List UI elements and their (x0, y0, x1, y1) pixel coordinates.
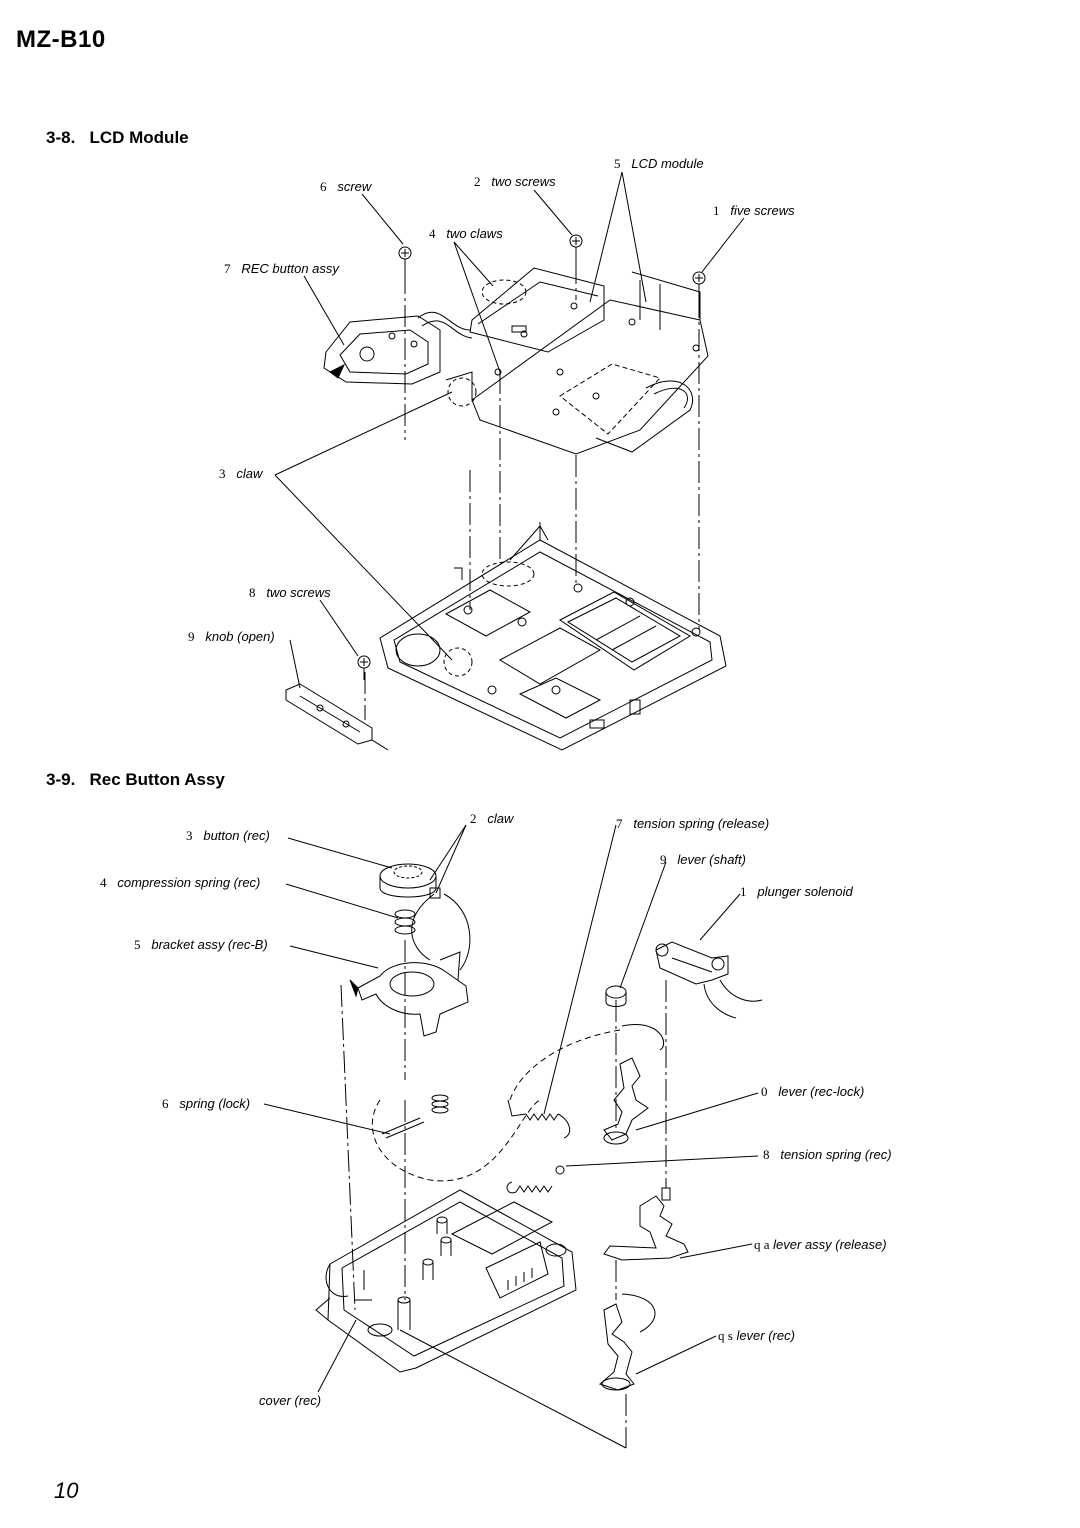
callout-plunger-solenoid: 1 plunger solenoid (740, 884, 853, 899)
bracket-assy-part (350, 894, 470, 1036)
section-title: Rec Button Assy (89, 770, 225, 789)
callout-two-claws: 4 two claws (429, 226, 503, 241)
lever-shaft-part (606, 986, 626, 1007)
callout-lever-shaft: 9 lever (shaft) (660, 852, 746, 867)
callout-cover-rec: cover (rec) (259, 1393, 322, 1408)
section-title: LCD Module (89, 128, 189, 147)
screw-8-icon (358, 656, 370, 680)
callout-claw: 3 claw (219, 466, 263, 481)
callout-button-rec: 3 button (rec) (186, 828, 270, 843)
page-number: 10 (54, 1478, 79, 1503)
callout-lever-assy-release: q a lever assy (release) (754, 1237, 887, 1252)
plunger-solenoid-part (656, 942, 762, 1018)
lcd-module-plate-part (446, 272, 708, 454)
callout-lever-rec: q s lever (rec) (718, 1328, 795, 1343)
section-lcd-module-heading: 3-8. LCD Module (46, 128, 189, 148)
spring-lock-part (382, 1095, 448, 1138)
lever-rec-lock-part (604, 1024, 664, 1144)
callout-lever-rec-lock: 0 lever (rec-lock) (761, 1084, 865, 1099)
rec-button-assy-part (324, 312, 472, 384)
callout-five-screws: 1 five screws (713, 203, 795, 218)
callout-claw-rec: 2 claw (470, 811, 514, 826)
callout-spring-lock: 6 spring (lock) (162, 1096, 251, 1111)
callout-tension-spring-rec: 8 tension spring (rec) (763, 1147, 892, 1162)
section-number: 3-8. (46, 128, 76, 147)
lcd-module-diagram (275, 172, 744, 750)
screw-1-icon (693, 272, 705, 296)
callout-bracket-assy: 5 bracket assy (rec-B) (134, 937, 268, 952)
tension-spring-release-part (508, 1100, 570, 1138)
callout-compression-spring: 4 compression spring (rec) (100, 875, 261, 890)
callout-two-screws-bottom: 8 two screws (249, 585, 331, 600)
callout-two-screws-top: 2 two screws (474, 174, 556, 189)
callout-rec-button-assy: 7 REC button assy (224, 261, 339, 276)
callout-lcd-module: 5 LCD module (614, 156, 704, 171)
knob-open-part (286, 684, 388, 750)
section-number: 3-9. (46, 770, 76, 789)
rec-button-assy-diagram (264, 825, 762, 1448)
lcd-small-board-part (470, 268, 604, 352)
tension-spring-rec-part (507, 1166, 564, 1193)
screw-6-icon (399, 247, 411, 272)
button-rec-part (380, 864, 440, 898)
screw-2-icon (570, 235, 582, 262)
chassis-part (380, 522, 726, 750)
callout-screw: 6 screw (320, 179, 372, 194)
lever-rec-part (600, 1294, 655, 1390)
section-rec-button-heading: 3-9. Rec Button Assy (46, 770, 225, 790)
model-name: MZ-B10 (16, 26, 106, 53)
cover-rec-part (326, 1190, 576, 1372)
callout-knob-open: 9 knob (open) (188, 629, 275, 644)
compression-spring-part (395, 910, 415, 934)
lever-assy-release-part (604, 1188, 688, 1260)
callout-tension-spring-release: 7 tension spring (release) (616, 816, 770, 831)
